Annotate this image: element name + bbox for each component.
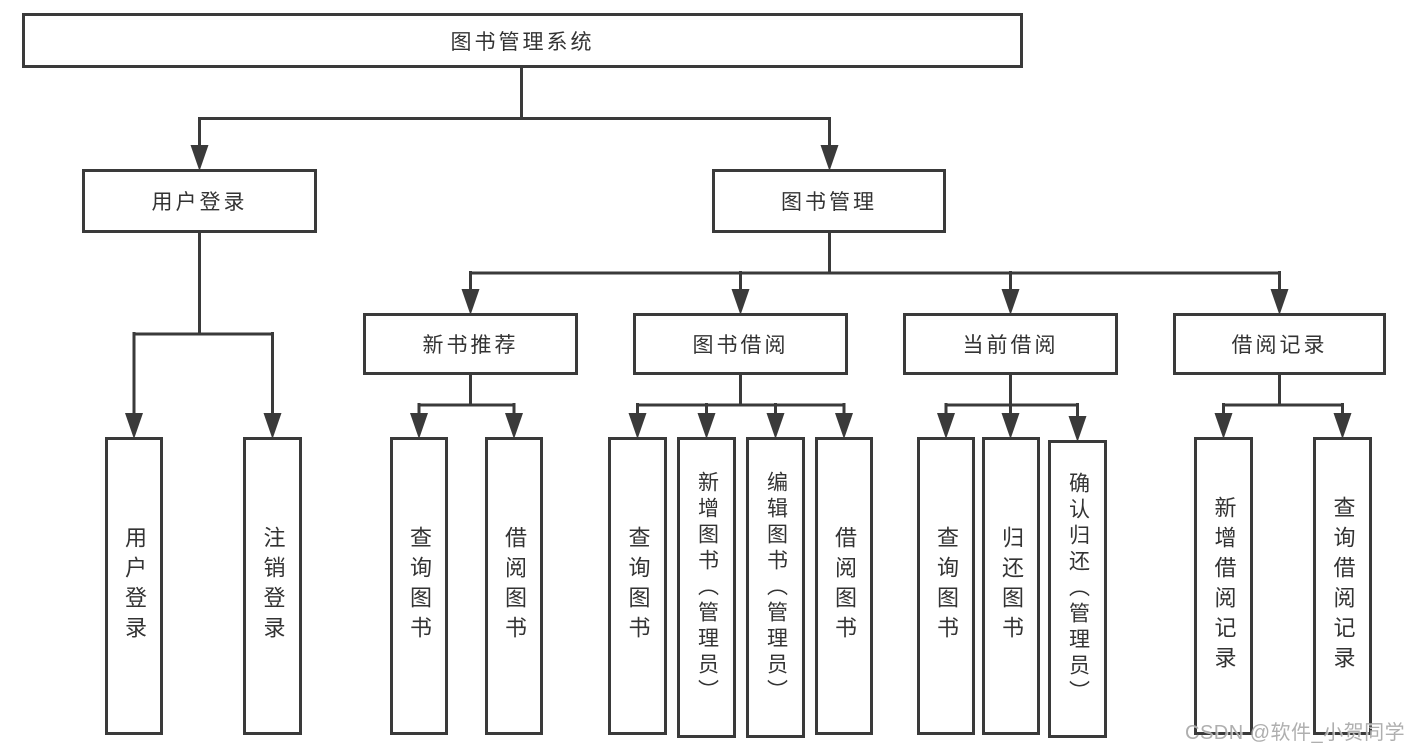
leaf-label: 查询图书: [407, 526, 432, 646]
leaf-label: 借阅图书: [502, 526, 527, 646]
leaf-label: 借阅图书: [832, 526, 857, 646]
leaf-label: 查询图书: [934, 526, 959, 646]
leaf-query-books-borrow: 查询图书: [608, 437, 667, 735]
node-label: 用户登录: [151, 191, 248, 214]
leaf-label: 确认归还（管理员）: [1066, 472, 1090, 706]
leaf-edit-books-admin: 编辑图书（管理员）: [746, 437, 805, 738]
leaf-add-borrow-record: 新增借阅记录: [1194, 437, 1253, 735]
leaf-query-borrow-record: 查询借阅记录: [1313, 437, 1372, 735]
leaf-query-books-current: 查询图书: [917, 437, 975, 735]
node-label: 新书推荐: [422, 334, 519, 357]
leaf-query-books-recommend: 查询图书: [390, 437, 448, 735]
node-library-management-system: 图书管理系统: [22, 13, 1023, 68]
node-label: 图书管理系统: [450, 30, 595, 54]
node-label: 借阅记录: [1231, 334, 1328, 357]
leaf-logout: 注销登录: [243, 437, 302, 735]
node-new-book-recommend: 新书推荐: [363, 313, 578, 375]
node-label: 图书管理: [781, 191, 877, 214]
leaf-label: 查询图书: [625, 526, 651, 646]
node-label: 图书借阅: [692, 334, 789, 357]
leaf-label: 查询借阅记录: [1330, 496, 1356, 676]
leaf-return-books: 归还图书: [982, 437, 1040, 735]
leaf-label: 归还图书: [999, 526, 1024, 646]
node-borrow-records: 借阅记录: [1173, 313, 1386, 375]
node-book-borrow: 图书借阅: [633, 313, 848, 375]
watermark: CSDN @软件_小贺同学: [1185, 722, 1405, 744]
leaf-confirm-return-admin: 确认归还（管理员）: [1048, 440, 1107, 738]
leaf-label: 新增图书（管理员）: [695, 470, 719, 705]
node-book-management: 图书管理: [712, 169, 946, 233]
leaf-label: 用户登录: [122, 526, 147, 646]
node-user-login: 用户登录: [82, 169, 317, 233]
leaf-borrow-books: 借阅图书: [815, 437, 873, 735]
leaf-user-login: 用户登录: [105, 437, 163, 735]
node-label: 当前借阅: [962, 334, 1059, 357]
leaf-label: 注销登录: [260, 526, 286, 646]
leaf-label: 新增借阅记录: [1211, 496, 1237, 676]
leaf-add-books-admin: 新增图书（管理员）: [677, 437, 736, 738]
node-current-borrow: 当前借阅: [903, 313, 1118, 375]
leaf-label: 编辑图书（管理员）: [764, 470, 788, 705]
leaf-borrow-books-recommend: 借阅图书: [485, 437, 543, 735]
